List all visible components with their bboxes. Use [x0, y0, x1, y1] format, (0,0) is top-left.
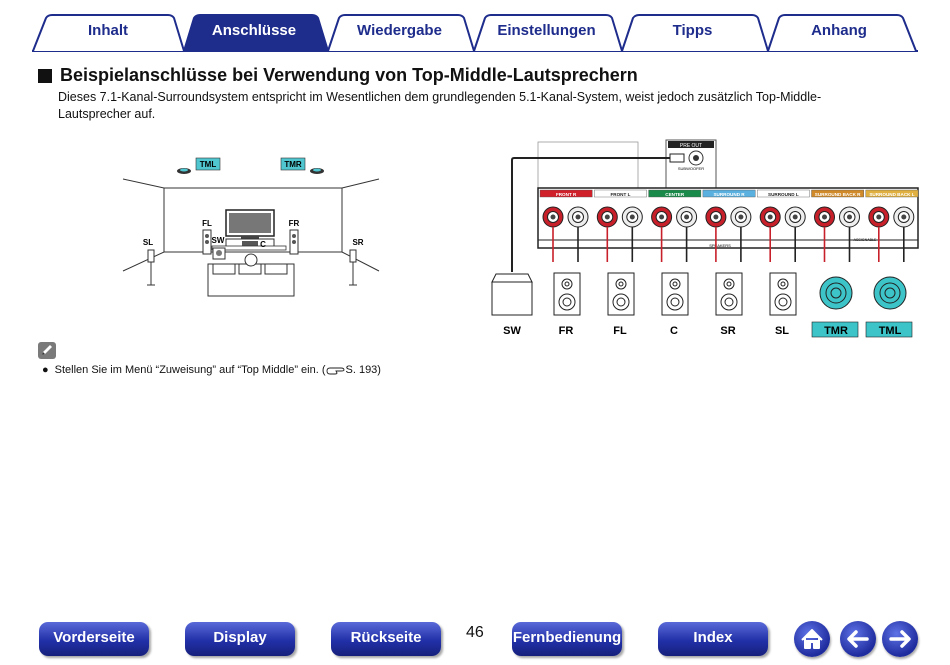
terminal-group-header	[539, 189, 593, 198]
label-tml: TML	[200, 160, 217, 169]
nav-button-fernbedienung[interactable]: Fernbedienung	[512, 622, 622, 656]
terminal-group-label: FRONT L	[610, 192, 630, 197]
speaker-label-highlight	[811, 321, 859, 338]
tab-einstellungen[interactable]: Einstellungen	[497, 22, 596, 39]
label-fl: FL	[202, 219, 212, 228]
speaker-name-label: FR	[559, 325, 574, 337]
terminal-group-label: FRONT R	[556, 192, 577, 197]
speakers-label: SPEAKERS	[709, 243, 731, 248]
pencil-note-icon	[38, 342, 56, 359]
subwoofer-box	[491, 273, 533, 283]
label-sw: SW	[212, 236, 225, 245]
terminal-group-label: SURROUND BACK R	[815, 192, 861, 197]
assignable-label: ASSIGNABLE	[854, 238, 877, 242]
speaker-name-label: SW	[503, 325, 521, 337]
pre-out-label: PRE OUT	[680, 143, 702, 149]
terminal-group-header	[865, 189, 919, 198]
speaker-label-highlight	[865, 321, 913, 338]
tab-anhang[interactable]: Anhang	[811, 22, 867, 39]
forward-arrow-icon[interactable]	[882, 621, 918, 657]
terminal-group-header	[648, 189, 702, 198]
ceiling-speaker-icon	[873, 276, 907, 310]
nav-button-index[interactable]: Index	[658, 622, 768, 656]
nav-button-rueckseite[interactable]: Rückseite	[331, 622, 441, 656]
tab-tipps[interactable]: Tipps	[672, 22, 713, 39]
connection-diagram: PRE OUT SUBWOOFER SPEAKERS ASSIGNABLE FR…	[480, 138, 920, 343]
tab-bar: Inhalt Anschlüsse Wiedergabe Einstellung…	[0, 0, 950, 56]
label-c: C	[260, 240, 266, 249]
ceiling-speaker-icon	[819, 276, 853, 310]
nav-button-display[interactable]: Display	[185, 622, 295, 656]
back-arrow-icon[interactable]	[840, 621, 876, 657]
section-title: Beispielanschlüsse bei Verwendung von To…	[38, 65, 638, 86]
title-square-icon	[38, 68, 52, 83]
intro-paragraph: Dieses 7.1-Kanal-Surroundsystem entspric…	[58, 90, 822, 121]
note-bullet: ●	[42, 364, 49, 376]
terminal-group-label: SURROUND BACK L	[869, 192, 914, 197]
terminal-group-label: CENTER	[665, 192, 685, 197]
subwoofer-box-front	[491, 281, 533, 316]
tab-shapes	[32, 14, 918, 52]
label-tmr: TMR	[284, 160, 302, 169]
label-sl: SL	[143, 238, 153, 247]
terminal-group-header	[594, 189, 647, 198]
terminal-group-header	[702, 189, 756, 198]
note-line: ● Stellen Sie im Menü “Zuweisung” auf “To…	[42, 364, 381, 376]
hand-pointer-icon[interactable]	[326, 365, 346, 375]
tab-wiedergabe[interactable]: Wiedergabe	[357, 22, 442, 39]
nav-button-vorderseite[interactable]: Vorderseite	[39, 622, 149, 656]
label-fr: FR	[289, 219, 300, 228]
terminal-group-header	[757, 189, 810, 198]
home-icon[interactable]	[794, 621, 830, 657]
tab-inhalt[interactable]: Inhalt	[88, 22, 128, 39]
speaker-name-label: SR	[720, 325, 735, 337]
speaker-name-label: SL	[775, 325, 789, 337]
terminal-group-label: SURROUND R	[713, 192, 745, 197]
room-layout-diagram: TML TMR FL FR SW C SL SR	[118, 150, 388, 310]
tab-anschluesse[interactable]: Anschlüsse	[211, 22, 297, 39]
note-text: Stellen Sie im Menü “Zuweisung” auf “Top…	[54, 364, 326, 376]
speaker-name-label: FL	[613, 325, 627, 337]
page-number: 46	[466, 624, 484, 641]
speaker-name-label: C	[670, 325, 678, 337]
speaker-name-label: TML	[879, 325, 902, 337]
note-page-ref[interactable]: S. 193)	[345, 364, 381, 376]
speaker-name-label: TMR	[824, 325, 848, 337]
terminal-group-header	[811, 189, 864, 198]
section-title-text: Beispielanschlüsse bei Verwendung von To…	[60, 65, 638, 85]
terminal-group-label: SURROUND L	[768, 192, 799, 197]
label-sr: SR	[352, 238, 363, 247]
subwoofer-label: SUBWOOFER	[678, 166, 704, 171]
